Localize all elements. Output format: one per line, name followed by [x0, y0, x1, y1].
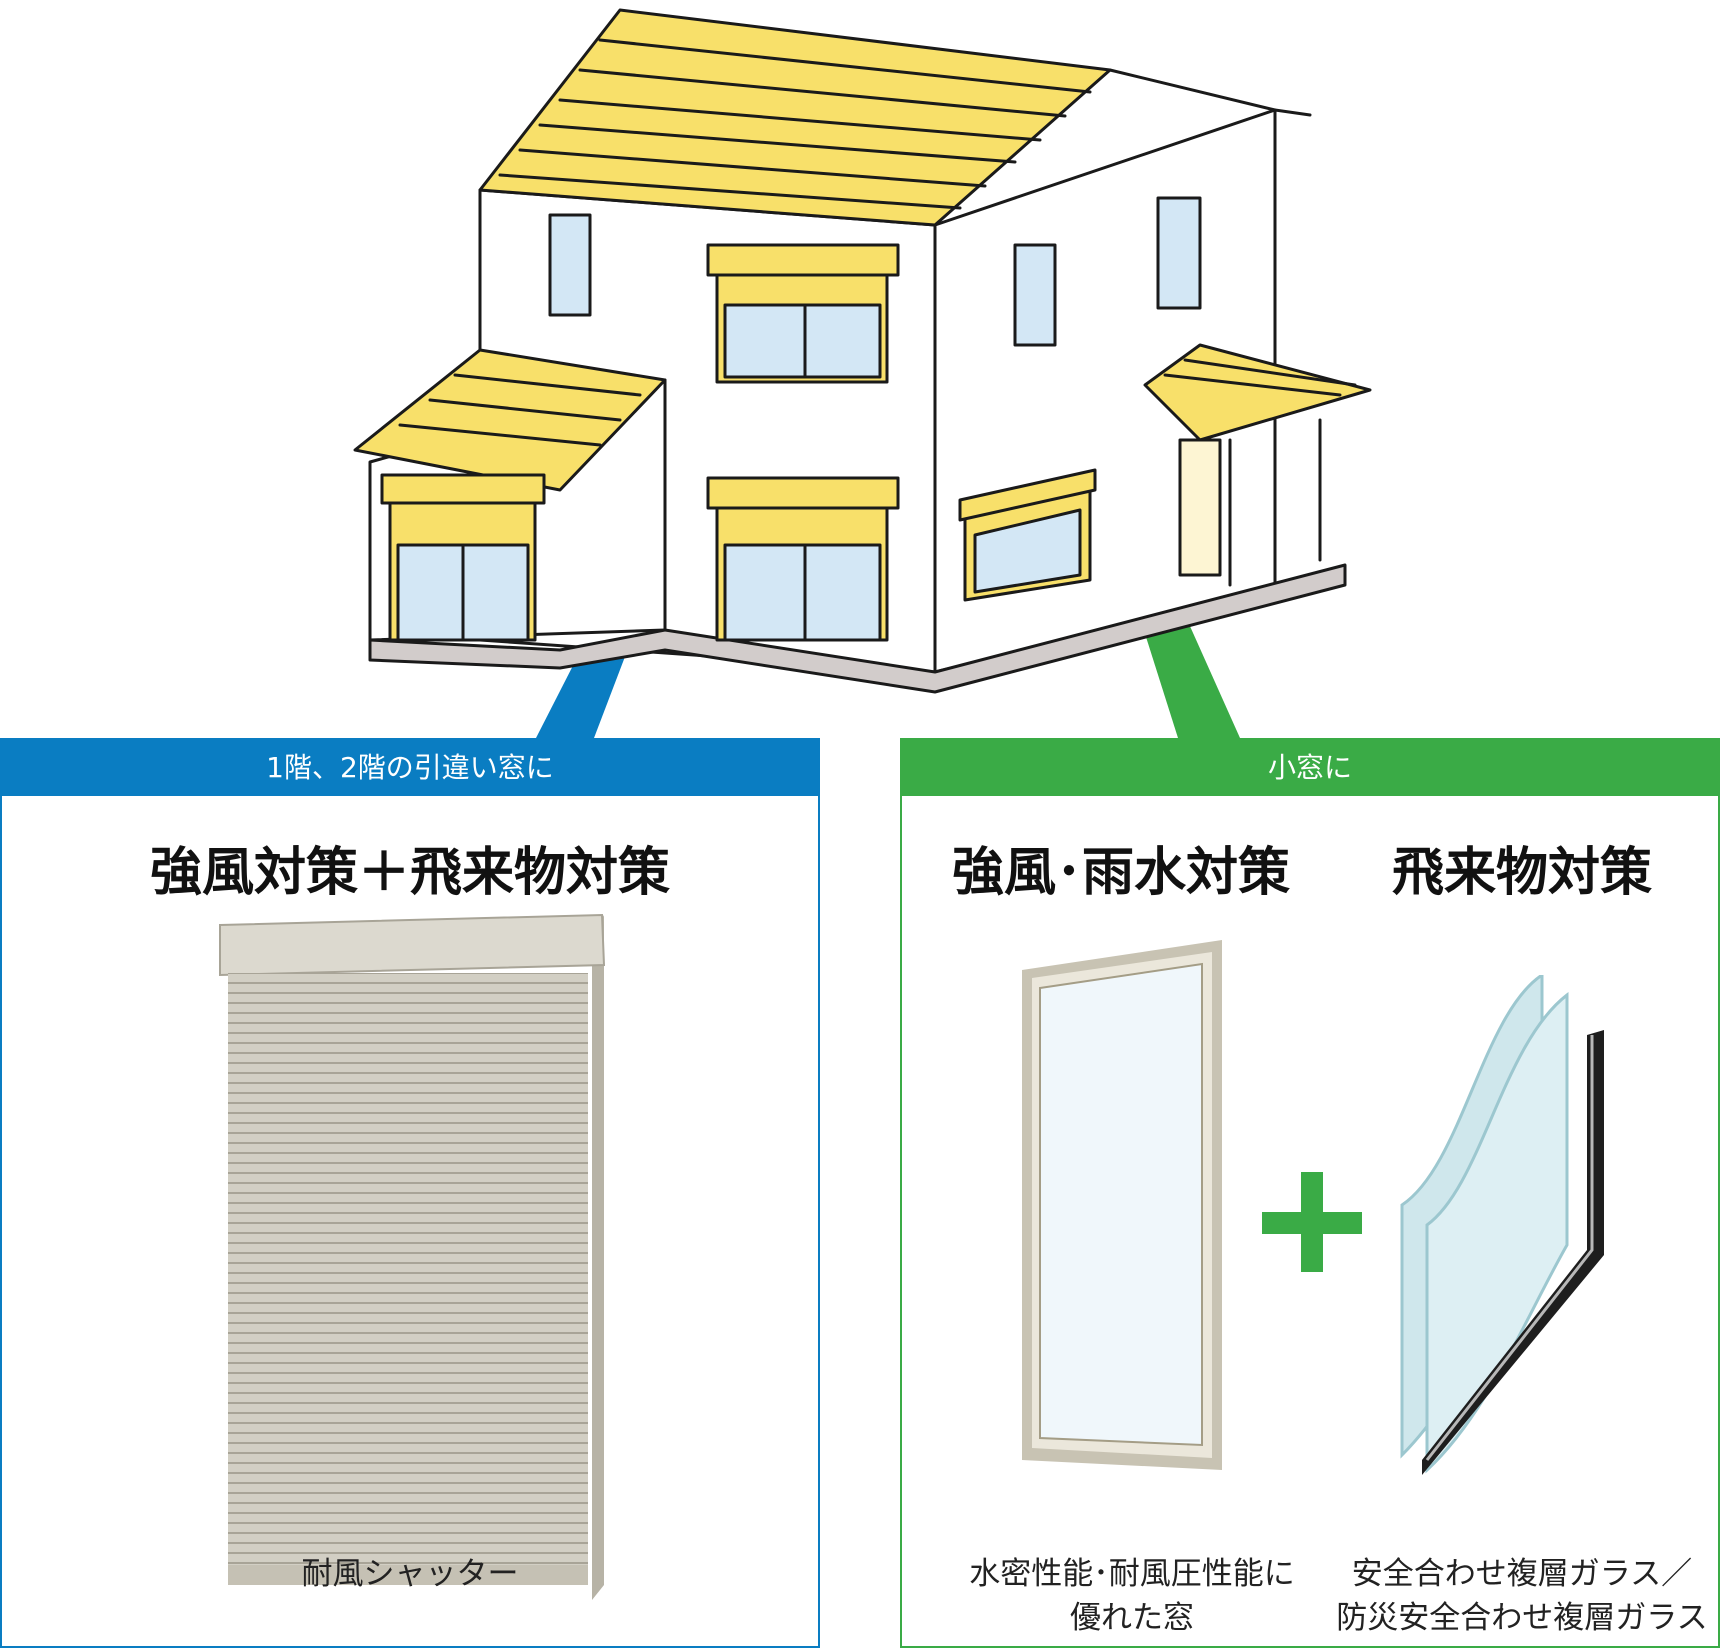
side-small-window-2	[1156, 196, 1202, 310]
left-product-caption: 耐風シャッター	[301, 1556, 519, 1592]
window-image	[1022, 940, 1222, 1470]
glass-caption-line2: 防災安全合わせ複層ガラス	[1336, 1600, 1708, 1636]
plus-icon	[1262, 1172, 1362, 1272]
ground-strip	[368, 563, 1347, 694]
window-caption-line1: 水密性能･耐風圧性能に	[969, 1556, 1295, 1592]
laminated-glass-image	[1400, 975, 1604, 1475]
left-panel: 1階、2階の引違い窓に 強風対策＋飛来物対策 耐風シャッター	[0, 738, 820, 1648]
entry-canopy	[1143, 343, 1372, 442]
left-ribbon: 1階、2階の引違い窓に	[2, 740, 818, 796]
window-caption: 水密性能･耐風圧性能に 優れた窓	[922, 1552, 1342, 1640]
glass-caption: 安全合わせ複層ガラス／ 防災安全合わせ複層ガラス	[1332, 1552, 1712, 1640]
right-heading-debris: 飛来物対策	[1392, 843, 1653, 903]
front-small-window	[548, 213, 592, 317]
right-heading-wind-rain: 強風･雨水対策	[952, 843, 1291, 903]
left-heading: 強風対策＋飛来物対策	[149, 843, 670, 903]
main-roof	[478, 8, 1112, 227]
window-caption-line2: 優れた窓	[1070, 1600, 1194, 1636]
wind-shutter-image	[219, 913, 606, 1600]
side-small-window-1	[1013, 243, 1057, 347]
right-panel: 小窓に 強風･雨水対策 飛来物対策 水密性能･耐風圧性能に 優れた窓 安全合わせ…	[900, 738, 1720, 1648]
glass-caption-line1: 安全合わせ複層ガラス／	[1351, 1556, 1693, 1592]
right-ribbon: 小窓に	[902, 740, 1718, 796]
